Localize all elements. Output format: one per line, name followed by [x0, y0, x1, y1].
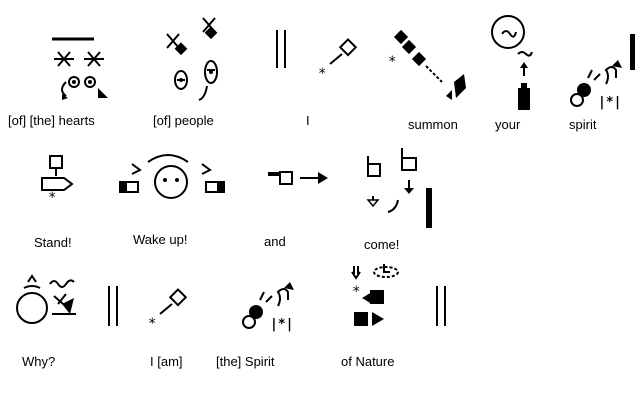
- divider-double-bar: [436, 286, 446, 326]
- come-symbol: [366, 148, 432, 228]
- end-bar: [630, 34, 635, 70]
- svg-text:*: *: [148, 316, 156, 332]
- word-come: come!: [364, 237, 400, 252]
- word-stand: Stand!: [34, 235, 72, 250]
- svg-text:*: *: [318, 66, 326, 82]
- svg-text:*: *: [388, 54, 396, 70]
- svg-text:|*|: |*|: [598, 95, 621, 110]
- i-am-symbol: *: [148, 288, 188, 332]
- word-and: and: [264, 234, 286, 249]
- why-symbol: [16, 274, 76, 324]
- summon-symbol: *: [388, 29, 466, 100]
- word-of-people: [of] people: [153, 113, 214, 128]
- word-i: I: [306, 113, 310, 128]
- word-your: your: [495, 117, 521, 132]
- i-symbol: *: [318, 38, 358, 82]
- people-symbol: [166, 17, 218, 101]
- hearts-symbol: [52, 37, 108, 100]
- word-of-the-hearts: [of] [the] hearts: [8, 113, 95, 128]
- word-spirit: spirit: [569, 117, 597, 132]
- stand-symbol: *: [41, 155, 74, 206]
- svg-text:*: *: [48, 190, 56, 206]
- word-wake-up: Wake up!: [133, 232, 188, 247]
- svg-text:*: *: [352, 284, 360, 300]
- word-why: Why?: [22, 354, 56, 369]
- your-symbol: [491, 15, 533, 110]
- word-i-am: I [am]: [150, 354, 183, 369]
- word-of-nature: of Nature: [341, 354, 395, 369]
- the-spirit-symbol: |*|: [242, 282, 294, 332]
- wake-up-symbol: [119, 154, 225, 199]
- nature-symbol: *: [351, 264, 399, 326]
- svg-text:|*|: |*|: [270, 317, 293, 332]
- and-symbol: [268, 171, 328, 185]
- divider-double-bar: [276, 30, 286, 68]
- divider-double-bar: [108, 286, 118, 326]
- word-the-spirit: [the] Spirit: [216, 354, 275, 369]
- spirit-symbol: |*|: [570, 60, 622, 110]
- word-summon: summon: [408, 117, 458, 132]
